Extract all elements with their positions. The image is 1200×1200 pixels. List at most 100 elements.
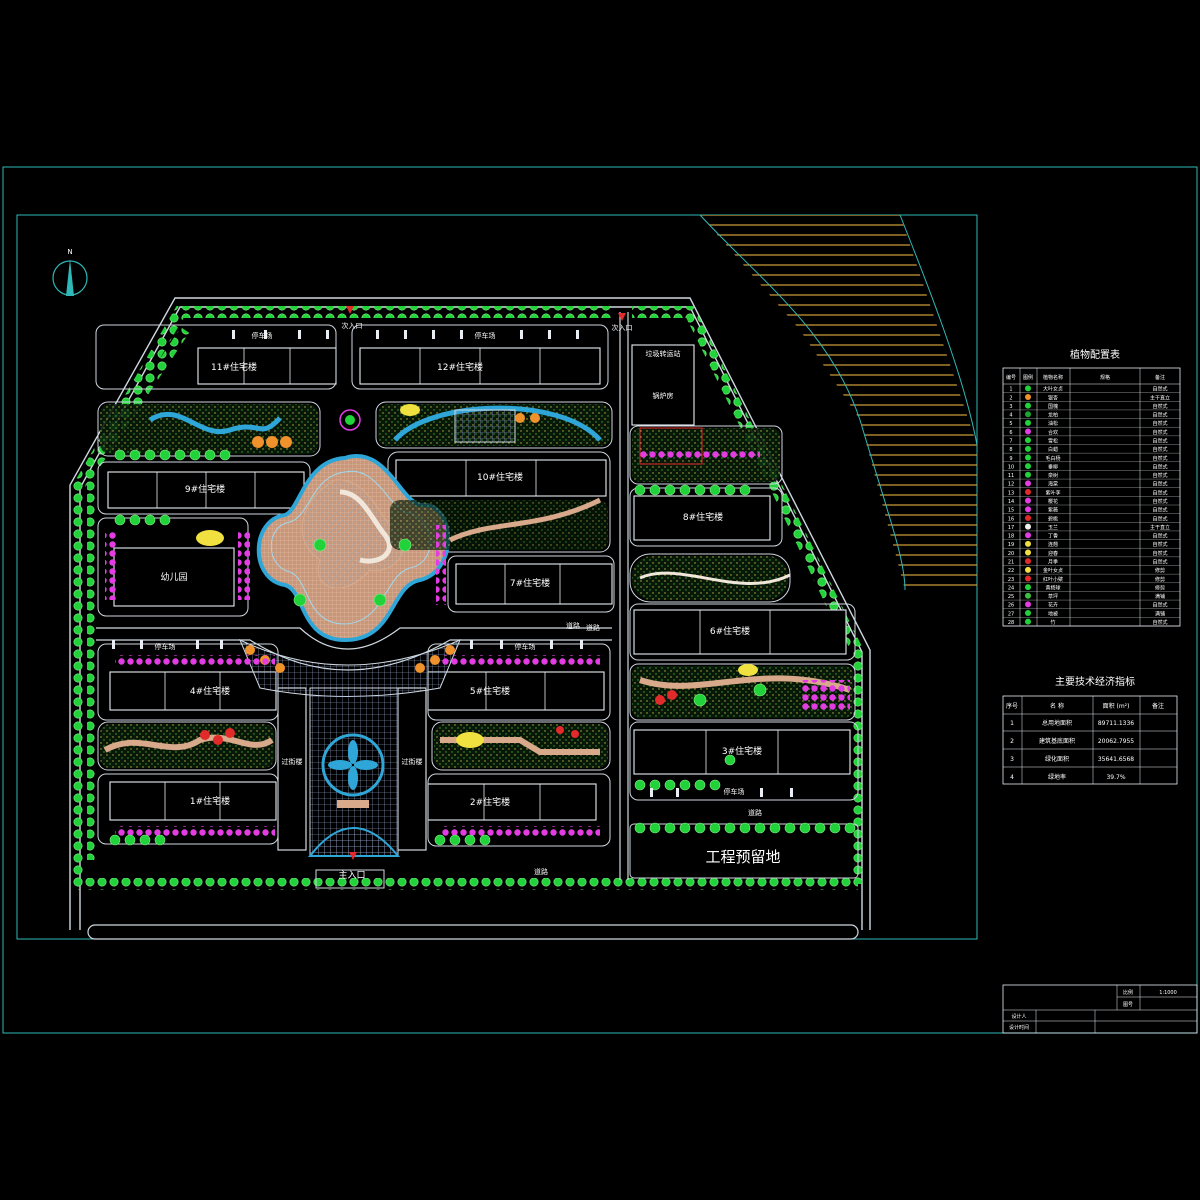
plant-legend-icon [1025,497,1031,504]
plant-row-name: 玉兰 [1048,524,1058,531]
plant-header-no: 编号 [1006,374,1016,381]
tree-belt-west [72,306,612,888]
label-building-3: 3#住宅楼 [722,745,762,757]
plant-legend-icon [1025,584,1031,591]
plant-row-note: 自然式 [1152,602,1167,609]
plant-row-no: 24 [1008,585,1014,591]
plant-row-note: 主干直立 [1150,524,1170,531]
eco-r1-no: 1 [1010,720,1014,727]
outer-road [69,297,871,930]
label-building-8: 8#住宅楼 [683,511,723,523]
eco-r2-name: 建筑基底面积 [1039,737,1075,745]
plant-row-no: 27 [1008,611,1014,617]
plant-row-note: 自然式 [1152,472,1167,479]
plant-row-note: 自然式 [1152,489,1167,496]
label-east-entrance: 次入口 [612,323,633,332]
label-building-4: 4#住宅楼 [190,685,230,697]
plant-row-no: 2 [1009,395,1012,401]
plant-row-no: 15 [1008,508,1014,514]
plant-row-no: 13 [1008,490,1014,496]
plant-row-no: 19 [1008,542,1014,548]
building-7 [455,563,613,605]
label-main-entrance: 主入口 [338,869,365,881]
eco-r3-area: 35641.6568 [1098,756,1134,763]
plant-legend-icon [1025,385,1031,392]
shop-right [397,687,427,851]
plant-header-legend: 图例 [1023,374,1033,381]
eco-r4-area: 39.7% [1106,774,1125,781]
plant-legend-icon [1025,575,1031,582]
plant-legend-icon [1025,540,1031,547]
plant-legend-icon [1025,523,1031,530]
label-parking-2: 停车场 [475,331,496,340]
plant-row-no: 12 [1008,482,1014,488]
river-area [700,215,977,590]
eco-r4-name: 绿地率 [1048,773,1066,781]
plant-row-note: 修剪 [1155,567,1165,574]
plant-row-no: 11 [1008,473,1014,479]
plant-row-note: 自然式 [1152,515,1167,522]
plant-row-name: 竹 [1050,619,1055,626]
plant-row-name: 迎春 [1048,550,1058,557]
plant-row-no: 22 [1008,568,1014,574]
plant-row-name: 银杏 [1048,394,1058,401]
plant-legend-icon [1025,592,1031,599]
north-label: N [67,248,72,256]
plant-row-name: 樱花 [1048,498,1058,505]
plant-row-note: 自然式 [1152,446,1167,453]
plant-row-name: 毛白杨 [1045,455,1060,462]
plant-row-note: 自然式 [1152,455,1167,462]
north-entrance-arrow-icon [346,306,354,314]
plant-row-note: 自然式 [1152,550,1167,557]
eco-r2-no: 2 [1010,738,1014,745]
designer-label: 设计人 [1011,1013,1026,1020]
eco-table-title: 主要技术经济指标 [1055,675,1135,688]
plant-row-no: 26 [1008,603,1014,609]
plant-row-note: 自然式 [1152,412,1167,419]
scale-label: 比例 [1123,989,1133,996]
plant-row-name: 连翘 [1048,541,1058,548]
plant-legend-icon [1025,402,1031,409]
scale-value: 1:1000 [1159,990,1177,996]
boiler-room [631,344,695,426]
label-building-7: 7#住宅楼 [510,577,550,589]
plant-row-no: 7 [1009,439,1012,445]
building-3 [633,729,851,775]
plant-legend-icon [1025,618,1031,625]
plant-legend-icon [1025,558,1031,565]
building-1 [109,781,277,821]
label-parking-3: 停车场 [155,642,176,651]
eco-r1-name: 总用地面积 [1042,719,1072,727]
plant-row-note: 自然式 [1152,403,1167,410]
plant-row-note: 主干直立 [1150,394,1170,401]
eco-r4-no: 4 [1010,774,1014,781]
plant-row-no: 20 [1008,551,1014,557]
building-10 [395,459,607,497]
plant-legend-icon [1025,419,1031,426]
label-parking-5: 停车场 [724,787,745,796]
plant-row-no: 28 [1008,620,1014,626]
plant-row-no: 17 [1008,525,1014,531]
plant-row-note: 自然式 [1152,386,1167,393]
plant-header-name: 植物名称 [1043,374,1063,381]
plant-legend-icon [1025,411,1031,418]
east-entrance-arrow-icon [618,313,626,321]
label-boiler: 锅炉房 [653,391,674,400]
plant-row-note: 修剪 [1155,576,1165,583]
plant-legend-icon [1025,437,1031,444]
fountain-icon [328,740,378,790]
eco-table: 主要技术经济指标 序号 名 称 面积 (m²) 备注 1 总用地面积 89711… [1002,675,1178,785]
plant-row-no: 25 [1008,594,1014,600]
plant-row-note: 自然式 [1152,463,1167,470]
building-5 [427,671,605,711]
plant-row-no: 14 [1008,499,1014,505]
label-shop-right: 过街楼 [402,757,423,766]
sculpture-icon [339,409,361,431]
plant-row-name: 草坪 [1048,593,1058,600]
label-road-3: 道路 [534,867,548,876]
label-shop-left: 过街楼 [282,757,303,766]
plant-row-note: 自然式 [1152,481,1167,488]
plant-row-no: 1 [1009,387,1012,393]
plant-row-note: 修剪 [1155,584,1165,591]
